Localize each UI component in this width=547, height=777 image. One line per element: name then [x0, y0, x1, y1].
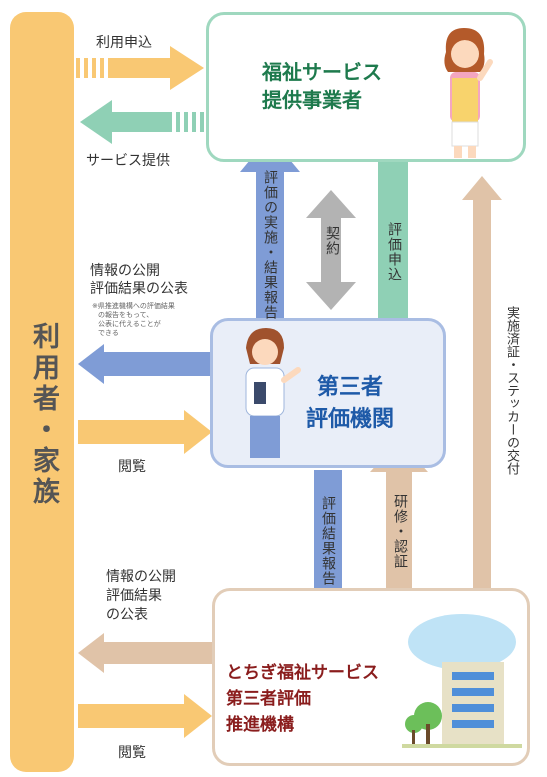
promoter-title-line2: 第三者評価 [226, 689, 311, 709]
browse-arrow-1 [78, 410, 212, 454]
evaluator-title-line1: 第三者 [317, 375, 384, 400]
info-public-2-line2: 評価結果 [106, 588, 162, 604]
user-family-label: 利用者・家族 [28, 322, 59, 508]
browse-label-2: 閲覧 [118, 745, 146, 761]
promoter-title-line3: 推進機構 [226, 715, 294, 735]
contract-arrow [306, 190, 356, 310]
info-public-1-line2: 評価結果の公表 [90, 281, 188, 297]
info-public-note-line1: ※県推進機構への評価結果 [92, 302, 175, 310]
training-cert-label: 研修・認証 [392, 494, 408, 569]
info-public-2-line3: の公表 [106, 607, 148, 623]
eval-implementation-label: 評価の実施・結果報告 [262, 170, 278, 320]
eval-result-report-label: 評価結果報告 [320, 496, 336, 586]
sticker-issue-label: 実施済証・ステッカーの交付 [504, 306, 519, 475]
info-public-arrow-2 [78, 633, 214, 673]
provider-title-line2: 提供事業者 [262, 88, 362, 112]
contract-label: 契約 [324, 226, 340, 256]
evaluator-staff-figure [245, 328, 301, 458]
service-provision-arrow [80, 100, 204, 144]
info-public-2-line1: 情報の公開 [106, 569, 176, 585]
service-provision-label: サービス提供 [86, 153, 170, 169]
provider-title: 福祉サービス 提供事業者 [262, 58, 382, 114]
apply-use-arrow [76, 46, 204, 90]
sticker-issue-arrow [462, 176, 502, 590]
apply-use-label: 利用申込 [96, 35, 152, 51]
info-public-1-line1: 情報の公開 [90, 263, 160, 279]
browse-arrow-2 [78, 694, 212, 738]
building-icon [402, 614, 522, 748]
provider-title-line1: 福祉サービス [262, 60, 382, 84]
promoter-title: とちぎ福祉サービス 第三者評価 推進機構 [226, 660, 379, 738]
provider-staff-figure [444, 28, 493, 158]
info-public-arrow-1 [78, 344, 214, 384]
user-family-bar [10, 12, 74, 772]
browse-label-1: 閲覧 [118, 459, 146, 475]
info-public-note-line2: の報告をもって、 [98, 311, 154, 319]
evaluator-title: 第三者 評価機関 [306, 372, 394, 436]
info-public-note: ※県推進機構への評価結果 の報告をもって、 公表に代えることが できる [92, 302, 175, 338]
eval-application-label: 評価申込 [386, 222, 402, 282]
info-public-note-line3: 公表に代えることが [98, 320, 161, 328]
info-public-1: 情報の公開 評価結果の公表 [90, 262, 188, 298]
info-public-note-line4: できる [98, 329, 119, 337]
evaluator-title-line2: 評価機関 [306, 407, 395, 432]
promoter-title-line1: とちぎ福祉サービス [226, 663, 379, 683]
info-public-2: 情報の公開 評価結果 の公表 [106, 568, 176, 625]
